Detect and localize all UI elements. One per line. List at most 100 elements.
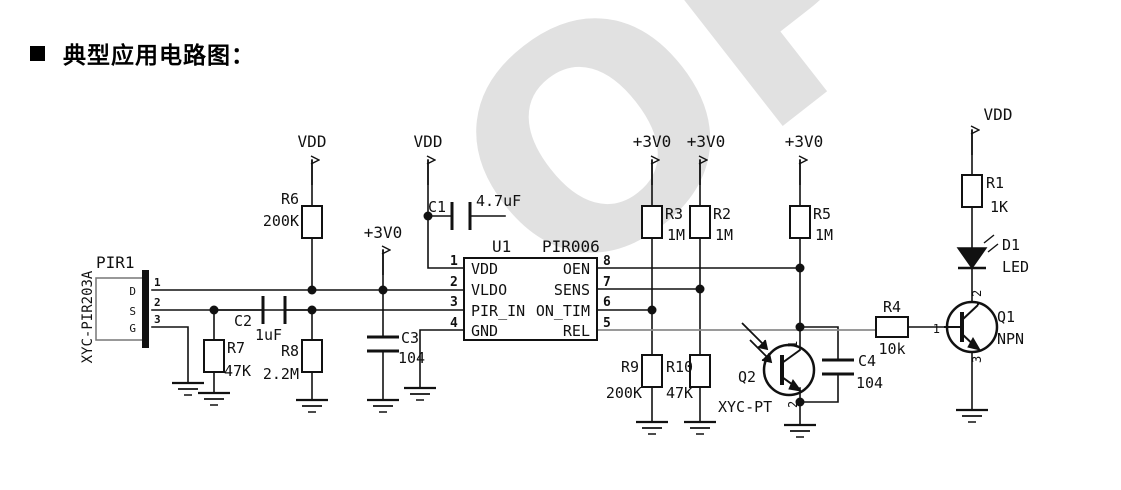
transistor-pin-num-q1-1: 1 xyxy=(933,322,940,336)
resistor-value-r10: 47K xyxy=(666,384,693,402)
ic-pin-name-sens: SENS xyxy=(554,281,590,299)
wire-c4-top xyxy=(799,326,839,361)
ground-symbol xyxy=(404,386,436,401)
cap-value-c1: 4.7uF xyxy=(476,192,521,210)
ic-pin-num-3: 3 xyxy=(450,295,458,310)
led-arrow xyxy=(983,234,995,244)
ic-pin-name-vdd: VDD xyxy=(471,260,498,278)
junction-dot xyxy=(795,397,805,407)
net-label-vdd-r6: VDD xyxy=(298,132,327,151)
ic-pin-name-pir-in: PIR_IN xyxy=(471,302,525,320)
ic-pin-name-on-tim: ON_TIM xyxy=(536,302,590,320)
transistor-pin-num-q2-1: 1 xyxy=(786,341,800,348)
wire-c4-bottom xyxy=(799,373,839,403)
junction-dot xyxy=(795,322,805,332)
power-arrow-group xyxy=(312,130,972,275)
transistor-refdes-q1: Q1 xyxy=(997,308,1015,326)
phototransistor-collector-lead xyxy=(781,349,801,364)
wire-vdd-pin1 xyxy=(427,215,465,269)
net-label-3v0-c3: +3V0 xyxy=(364,223,403,242)
led-arrow xyxy=(987,243,999,253)
junction-group xyxy=(209,211,805,407)
ic-refdes: U1 xyxy=(492,237,511,256)
light-arrow-head xyxy=(757,339,769,351)
resistor-body xyxy=(689,354,711,388)
ic-pin-name-rel: REL xyxy=(563,322,590,340)
junction-dot xyxy=(423,211,433,221)
connector-pir1: PIR1 XYC-PIR203A D S G 1 2 3 xyxy=(80,253,161,363)
ic-pin-name-vldo: VLDO xyxy=(471,281,507,299)
resistor-body xyxy=(203,339,225,373)
section-heading: 典型应用电路图： xyxy=(30,36,255,70)
net-label-3v0-r3: +3V0 xyxy=(633,132,672,151)
transistor-part-q2: XYC-PT xyxy=(718,398,772,416)
resistor-body xyxy=(875,316,909,338)
capacitor-c2: C2 1uF xyxy=(234,296,287,344)
phototransistor-light-arrows xyxy=(741,322,773,364)
junction-dot xyxy=(695,284,705,294)
junction-dot xyxy=(307,285,317,295)
transistor-q1: Q1 NPN 1 2 3 xyxy=(933,290,1024,363)
resistor-r8: R8 2.2M xyxy=(263,339,323,383)
resistor-body xyxy=(301,205,323,239)
resistor-body xyxy=(641,205,663,239)
capacitor-c1: C1 4.7uF xyxy=(428,192,521,230)
resistor-r5: R5 1M xyxy=(789,205,833,244)
connector-body xyxy=(95,277,145,341)
connector-pin-name-s: S xyxy=(129,305,136,318)
cap-value-c2: 1uF xyxy=(255,326,282,344)
transistor-pin-num-q2-2: 2 xyxy=(786,401,800,408)
resistor-r10: R10 47K xyxy=(666,354,711,402)
resistor-value-r6: 200K xyxy=(263,212,299,230)
page-title: 典型应用电路图： xyxy=(63,43,255,69)
resistor-r3: R3 1M xyxy=(641,205,685,244)
ground-symbol xyxy=(172,381,204,396)
transistor-q2: Q2 XYC-PT 1 2 xyxy=(718,322,816,416)
connector-part: XYC-PIR203A xyxy=(80,270,96,363)
connector-pin-num-1: 1 xyxy=(154,276,161,289)
ic-pin-name-oen: OEN xyxy=(563,260,590,278)
net-label-vdd-c1: VDD xyxy=(414,132,443,151)
junction-dot xyxy=(307,305,317,315)
transistor-pin-num-q1-2: 2 xyxy=(970,290,984,297)
transistor-collector-lead xyxy=(961,304,979,321)
resistor-value-r8: 2.2M xyxy=(263,365,299,383)
ic-body xyxy=(463,257,598,341)
ground-symbol xyxy=(198,391,230,406)
connector-pin-name-d: D xyxy=(129,285,136,298)
capacitor-c4: C4 104 xyxy=(822,352,883,392)
resistor-r7: R7 47K xyxy=(203,339,251,380)
cap-value-c4: 104 xyxy=(856,374,883,392)
ic-part: PIR006 xyxy=(542,237,600,256)
phototransistor-envelope xyxy=(762,343,816,397)
junction-dot xyxy=(647,305,657,315)
resistor-r6: R6 200K xyxy=(263,190,323,239)
ground-group xyxy=(172,381,988,438)
light-arrow-head xyxy=(761,352,773,364)
connector-pin-name-g: G xyxy=(129,322,136,335)
capacitor-c3: C3 104 xyxy=(367,329,425,367)
ic-pin-num-8: 8 xyxy=(603,254,611,269)
phototransistor-emitter-arrow xyxy=(788,379,803,392)
transistor-refdes-q2: Q2 xyxy=(738,368,756,386)
cap-value-c3: 104 xyxy=(398,349,425,367)
diode-part-d1: LED xyxy=(1002,258,1029,276)
junction-dot xyxy=(378,285,388,295)
cap-refdes-c3: C3 xyxy=(401,329,419,347)
connector-pin-num-3: 3 xyxy=(154,313,161,326)
resistor-refdes-r8: R8 xyxy=(281,342,299,360)
resistor-value-r1: 1K xyxy=(990,198,1008,216)
resistor-r9: R9 200K xyxy=(606,354,663,402)
resistor-refdes-r1: R1 xyxy=(986,174,1004,192)
connector-refdes: PIR1 xyxy=(96,253,135,272)
ic-pin-num-4: 4 xyxy=(450,316,458,331)
transistor-emitter-arrow xyxy=(967,336,982,351)
ic-u1: U1 PIR006 VDD VLDO PIR_IN GND OEN SENS O… xyxy=(450,237,611,341)
ground-symbol xyxy=(784,423,816,438)
ic-pin-num-1: 1 xyxy=(450,254,458,269)
connector-bar xyxy=(142,270,149,348)
ground-symbol xyxy=(296,398,328,413)
wire-gnd-pin4 xyxy=(419,329,465,389)
net-label-3v0-r2: +3V0 xyxy=(687,132,726,151)
